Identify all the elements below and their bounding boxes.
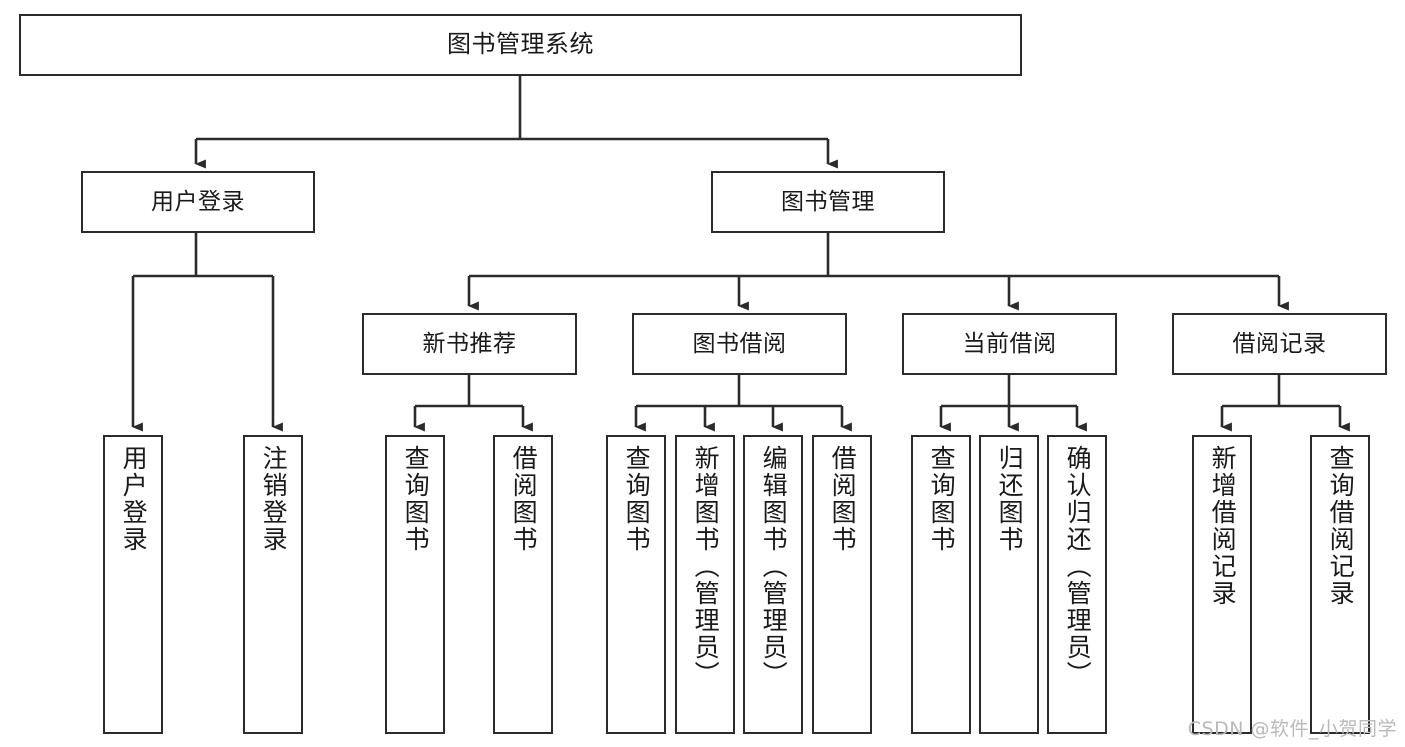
node-current-borrow[interactable]: 当前借阅 — [902, 313, 1117, 375]
node-book-management[interactable]: 图书管理 — [711, 171, 945, 233]
node-leaf-current-query-book[interactable]: 查询图书 — [911, 435, 971, 734]
node-new-book-recommend[interactable]: 新书推荐 — [362, 313, 577, 375]
node-leaf-current-return-book[interactable]: 归还图书 — [979, 435, 1039, 734]
node-label: 用户登录 — [151, 188, 245, 215]
node-label: 图书借阅 — [692, 330, 787, 357]
node-leaf-user-login-logout[interactable]: 注销登录 — [243, 435, 303, 734]
node-label: 查询图书 — [401, 445, 431, 553]
node-leaf-record-query-borrow-record[interactable]: 查询借阅记录 — [1310, 435, 1370, 734]
node-label: 编辑图书（管理员） — [759, 445, 789, 688]
node-label: 查询图书 — [927, 445, 957, 553]
node-label: 借阅图书 — [828, 445, 858, 553]
node-label: 新增借阅记录 — [1208, 445, 1238, 607]
node-label: 注销登录 — [259, 445, 289, 553]
node-label: 新书推荐 — [422, 330, 517, 357]
node-leaf-new-book-query[interactable]: 查询图书 — [385, 435, 445, 734]
node-label: 用户登录 — [119, 445, 149, 553]
node-label: 借阅记录 — [1232, 330, 1327, 357]
node-user-login[interactable]: 用户登录 — [81, 171, 315, 233]
node-leaf-current-confirm-return-admin[interactable]: 确认归还（管理员） — [1047, 435, 1107, 734]
node-leaf-borrow-query-book[interactable]: 查询图书 — [606, 435, 666, 734]
node-label: 确认归还（管理员） — [1063, 445, 1093, 688]
node-label: 图书管理 — [781, 188, 875, 215]
node-label: 查询图书 — [622, 445, 652, 553]
node-book-borrow[interactable]: 图书借阅 — [632, 313, 847, 375]
node-borrow-record[interactable]: 借阅记录 — [1172, 313, 1387, 375]
node-label: 图书管理系统 — [447, 30, 594, 59]
node-label: 当前借阅 — [962, 330, 1057, 357]
node-leaf-user-login-login[interactable]: 用户登录 — [103, 435, 163, 734]
node-label: 新增图书（管理员） — [691, 445, 721, 688]
node-label: 归还图书 — [995, 445, 1025, 553]
node-leaf-borrow-edit-book-admin[interactable]: 编辑图书（管理员） — [743, 435, 803, 734]
node-label: 借阅图书 — [509, 445, 539, 553]
node-leaf-record-add-borrow-record[interactable]: 新增借阅记录 — [1192, 435, 1252, 734]
node-leaf-new-book-borrow[interactable]: 借阅图书 — [493, 435, 553, 734]
node-leaf-borrow-borrow-book[interactable]: 借阅图书 — [812, 435, 872, 734]
watermark-text: CSDN @软件_小贺同学 — [1187, 718, 1397, 740]
node-root-book-management-system[interactable]: 图书管理系统 — [19, 14, 1022, 76]
node-leaf-borrow-add-book-admin[interactable]: 新增图书（管理员） — [675, 435, 735, 734]
node-label: 查询借阅记录 — [1326, 445, 1356, 607]
